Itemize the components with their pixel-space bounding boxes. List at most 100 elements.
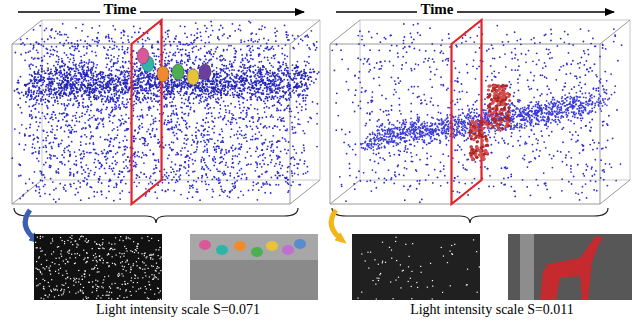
event-dot [272, 151, 274, 153]
event-dot [60, 143, 62, 145]
event-dot [163, 45, 165, 47]
event-dot [307, 36, 309, 38]
event-dot [14, 52, 16, 54]
event-dot [263, 38, 265, 40]
event-dot [243, 107, 245, 109]
event-dot [181, 63, 183, 65]
event-dot [257, 97, 259, 99]
event-dot [181, 147, 183, 149]
event-dot [281, 48, 283, 50]
event-dot [148, 129, 150, 131]
event-dot [35, 121, 37, 123]
event-dot [220, 186, 222, 188]
event-dot [222, 172, 224, 174]
event-dot [64, 184, 66, 186]
event-dot [192, 139, 194, 141]
event-dot [225, 109, 227, 111]
event-dot [290, 185, 292, 187]
event-dot [43, 146, 45, 148]
event-dot [312, 101, 314, 103]
event-dot [238, 148, 240, 150]
event-dot [236, 122, 238, 124]
event-dot [35, 185, 37, 187]
event-dot [145, 176, 147, 178]
event-dot [86, 136, 88, 138]
event-dot [173, 131, 175, 133]
event-dot [202, 119, 204, 121]
event-dot [113, 139, 115, 141]
event-dot [52, 129, 54, 131]
event-dot [44, 115, 46, 117]
event-dot [273, 48, 275, 50]
event-dot [269, 155, 271, 157]
event-dot [157, 101, 159, 103]
event-dot [150, 181, 152, 183]
event-dot [219, 72, 221, 74]
event-dot [187, 138, 189, 140]
event-dot [186, 134, 188, 136]
event-dot [194, 93, 196, 95]
event-dot [139, 28, 141, 30]
event-dot [152, 128, 154, 130]
event-dot [36, 49, 38, 51]
event-dot [117, 58, 119, 60]
event-dot [250, 104, 252, 106]
event-dot [260, 123, 262, 125]
event-dot [174, 38, 176, 40]
event-dot [155, 120, 157, 122]
event-dot [271, 57, 273, 59]
event-dot [172, 110, 174, 112]
event-dot [30, 43, 32, 45]
event-dot [31, 117, 33, 119]
event-dot [24, 135, 26, 137]
event-dot [234, 59, 236, 61]
event-dot [227, 195, 229, 197]
event-dot [189, 44, 191, 46]
event-dot [302, 100, 304, 102]
event-dot [164, 60, 166, 62]
event-dot [41, 57, 43, 59]
event-dot [119, 192, 121, 194]
event-dot [82, 80, 84, 82]
event-dot [138, 97, 140, 99]
event-dot [119, 198, 121, 200]
event-dot [139, 138, 141, 140]
event-dot [113, 93, 115, 95]
event-dot [234, 90, 236, 92]
event-dot [142, 117, 144, 119]
event-dot [291, 128, 293, 130]
event-dot [311, 30, 313, 32]
event-dot [261, 142, 263, 144]
event-dot [92, 61, 94, 63]
event-dot [265, 171, 267, 173]
event-dot [269, 92, 271, 94]
event-dot [192, 48, 194, 50]
cube-edge [330, 20, 360, 44]
event-dot [61, 163, 63, 165]
event-dot [30, 63, 32, 65]
event-dot [282, 61, 284, 63]
event-dot [273, 150, 275, 152]
event-dot [97, 181, 99, 183]
event-dot [58, 146, 60, 148]
event-dot [214, 142, 216, 144]
event-dot [52, 104, 54, 106]
event-dot [109, 46, 111, 48]
event-dot [29, 127, 31, 129]
event-dot [231, 121, 233, 123]
event-dot [221, 130, 223, 132]
event-dot [276, 146, 278, 148]
event-dot [291, 122, 293, 124]
event-dot [267, 74, 269, 76]
event-dot [243, 137, 245, 139]
event-dot [121, 122, 123, 124]
event-dot [257, 182, 259, 184]
event-dot [245, 133, 247, 135]
event-dot [246, 126, 248, 128]
event-dot [264, 87, 266, 89]
event-dot [84, 177, 86, 179]
event-dot [139, 125, 141, 127]
event-dot [213, 53, 215, 55]
event-dot [21, 124, 23, 126]
event-dot [53, 65, 55, 67]
